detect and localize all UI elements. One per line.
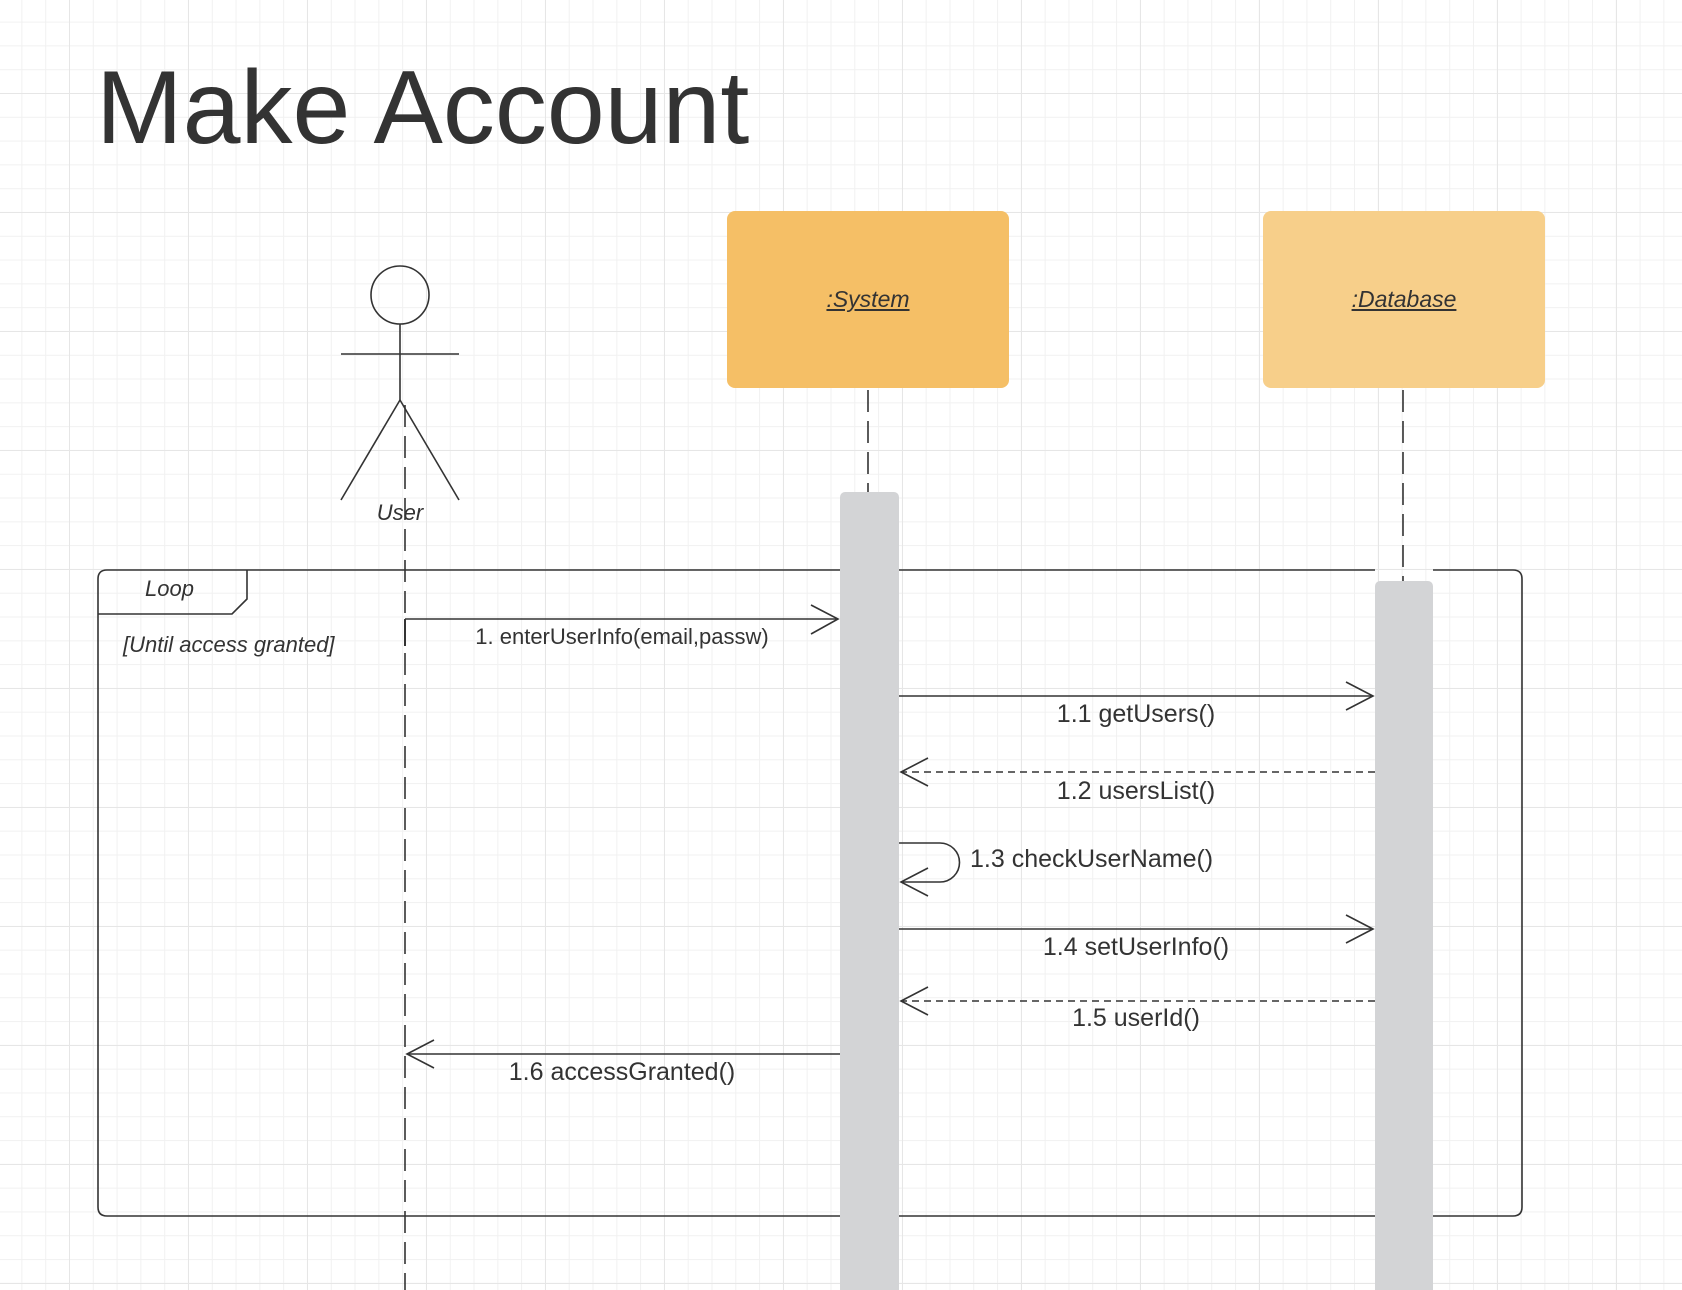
activation-bar-system[interactable]	[840, 492, 899, 1290]
message-label-1-3: 1.3 checkUserName()	[970, 845, 1214, 873]
diagram-title: Make Account	[96, 50, 750, 166]
activation-bar-database[interactable]	[1375, 581, 1433, 1290]
message-label-1-6: 1.6 accessGranted()	[508, 1058, 736, 1086]
message-label-1-4: 1.4 setUserInfo()	[1042, 933, 1230, 961]
message-label-1-2: 1.2 usersList()	[1056, 777, 1216, 805]
participant-database[interactable]: :Database	[1263, 211, 1545, 388]
loop-operator-label: Loop	[145, 576, 194, 601]
message-arrow-1-2[interactable]	[899, 757, 1375, 787]
participant-system[interactable]: :System	[727, 211, 1009, 388]
message-label-1: 1. enterUserInfo(email,passw)	[475, 624, 769, 649]
message-arrow-1-6[interactable]	[405, 1039, 840, 1069]
message-arrow-1-3[interactable]	[899, 842, 961, 897]
loop-fragment-frame-right	[1433, 569, 1523, 1217]
message-label-1-1: 1.1 getUsers()	[1056, 700, 1216, 728]
loop-guard-label: [Until access granted]	[123, 632, 335, 657]
message-arrow-1-5[interactable]	[899, 986, 1375, 1016]
message-arrow-1-4[interactable]	[899, 914, 1375, 944]
actor-label-user: User	[376, 500, 424, 525]
message-arrow-1[interactable]	[404, 604, 840, 646]
message-arrow-1-1[interactable]	[899, 681, 1375, 711]
actor-stick-figure-icon[interactable]	[340, 265, 460, 501]
loop-fragment-frame[interactable]	[97, 569, 840, 1217]
message-label-1-5: 1.5 userId()	[1072, 1004, 1200, 1032]
participant-database-label: :Database	[1351, 286, 1457, 312]
participant-system-label: :System	[826, 286, 910, 312]
loop-operator-tab	[98, 570, 248, 615]
